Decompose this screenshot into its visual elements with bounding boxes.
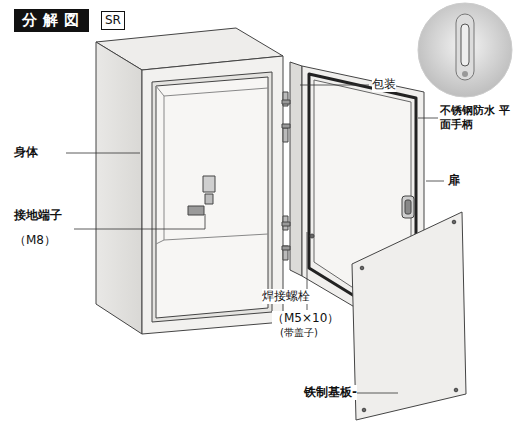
body — [96, 28, 288, 334]
part-name: 铁制基板- — [304, 385, 357, 400]
part-spec: （M8） — [14, 233, 56, 248]
leader-lines — [66, 85, 444, 393]
title-bar: 分解図 — [14, 9, 89, 32]
base-plate — [352, 212, 466, 420]
part-name: 包装 — [372, 77, 396, 92]
part-note: (带盖子) — [280, 327, 318, 340]
part-name: 不锈钢防水 平面手柄 — [440, 104, 514, 132]
handle-inset — [418, 3, 512, 97]
series-code: SR — [101, 11, 125, 30]
part-spec: （M5×10） — [272, 311, 339, 326]
part-name: 扉 — [448, 173, 460, 188]
part-name: 焊接螺栓 — [262, 289, 310, 304]
part-name: 接地端子 — [14, 208, 62, 223]
part-name: 身体 — [14, 145, 38, 160]
